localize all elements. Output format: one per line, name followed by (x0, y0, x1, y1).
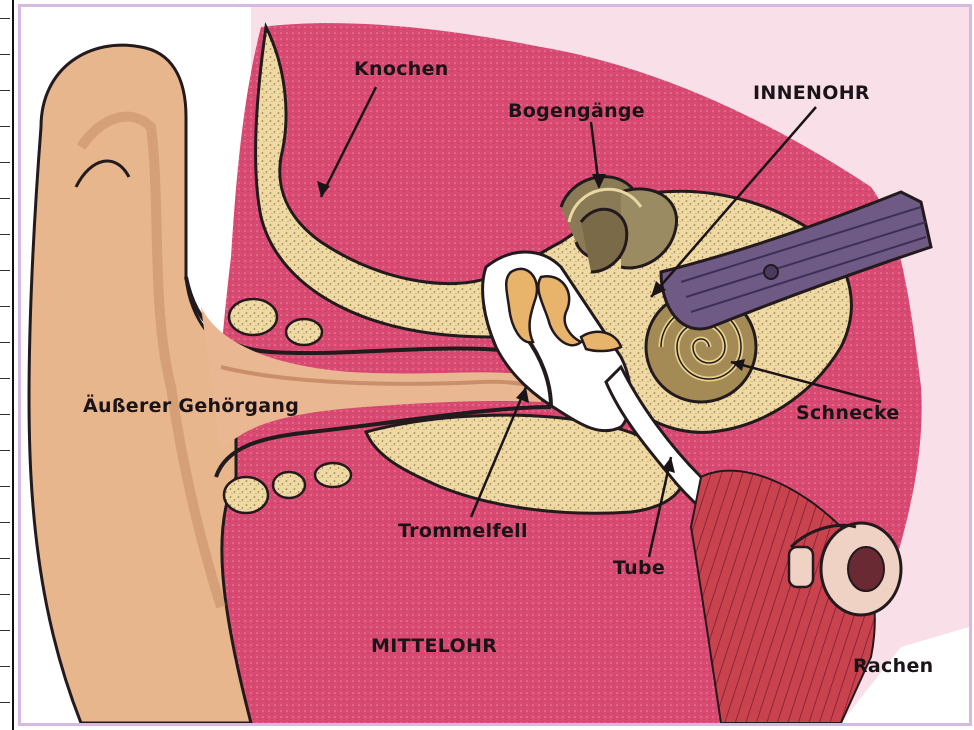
ear-illustration: Knochen Bogengänge INNENOHR Äußerer Gehö… (21, 7, 969, 723)
ruler-tick (0, 54, 10, 55)
ruler-tick (0, 594, 10, 595)
ruler-tick (0, 486, 10, 487)
ruler-tick (0, 90, 10, 91)
label-aeusserer-gehoergang: Äußerer Gehörgang (83, 393, 299, 417)
label-innenohr: INNENOHR (753, 82, 870, 104)
label-rachen: Rachen (853, 655, 933, 677)
ruler-tick (0, 306, 10, 307)
ruler-tick (0, 450, 10, 451)
ruler-tick (0, 414, 10, 415)
label-knochen: Knochen (354, 58, 449, 80)
ruler-tick (0, 522, 10, 523)
label-bogengaenge: Bogengänge (508, 100, 645, 122)
ruler-tick (0, 270, 10, 271)
ruler-tick (0, 18, 10, 19)
ruler-tick (0, 630, 10, 631)
ruler-tick (0, 234, 10, 235)
ruler-tick (0, 162, 10, 163)
ruler-tick (0, 378, 10, 379)
label-tube: Tube (613, 557, 665, 579)
ear-anatomy-diagram: Knochen Bogengänge INNENOHR Äußerer Gehö… (18, 4, 972, 726)
window-left-edge (0, 0, 14, 730)
ruler-tick (0, 666, 10, 667)
label-trommelfell: Trommelfell (398, 520, 528, 542)
label-mittelohr: MITTELOHR (371, 635, 497, 657)
ruler-tick (0, 702, 10, 703)
label-schnecke: Schnecke (796, 402, 900, 424)
ruler-tick (0, 198, 10, 199)
ruler-tick (0, 558, 10, 559)
ruler-tick (0, 126, 10, 127)
ruler-tick (0, 342, 10, 343)
